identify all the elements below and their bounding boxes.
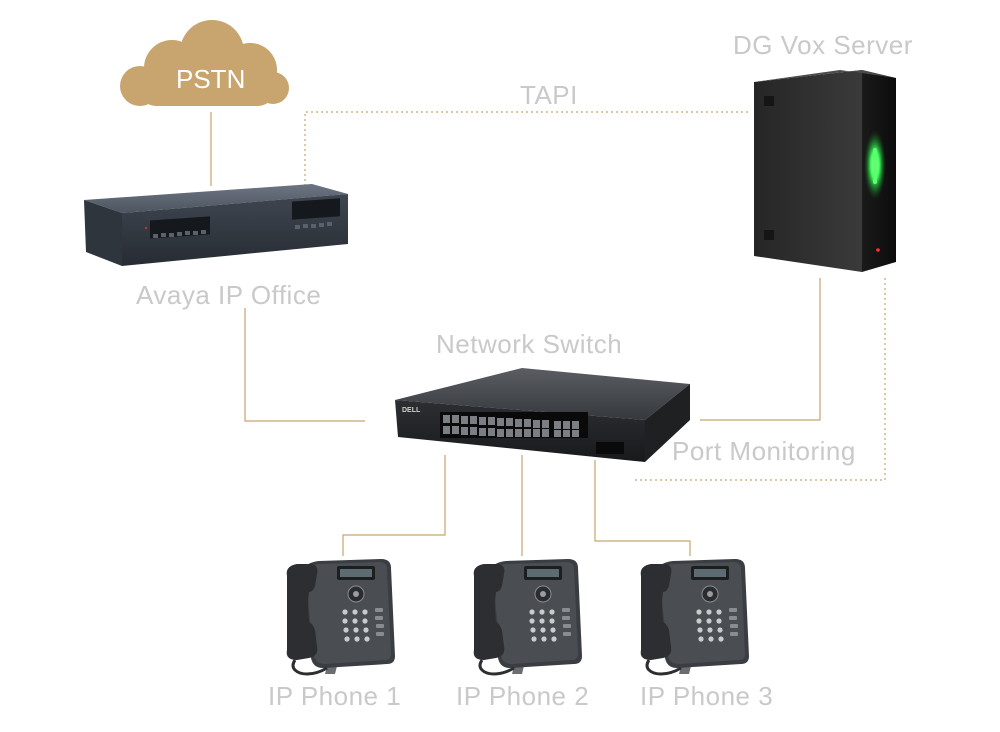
network-switch-icon: DELL (395, 368, 690, 462)
phone-1-icon (285, 557, 397, 676)
tapi-label: TAPI (520, 80, 578, 110)
link-tapi (304, 111, 750, 186)
server-label: DG Vox Server (733, 30, 913, 60)
svg-text:DELL: DELL (402, 407, 421, 414)
link-lines (210, 111, 886, 556)
link-pbx-switch (244, 308, 365, 422)
port-monitoring-label: Port Monitoring (672, 436, 856, 466)
pbx-rack-icon (84, 184, 348, 266)
link-server-switch (700, 278, 821, 421)
switch-label: Network Switch (436, 329, 623, 359)
phone-3-icon (639, 557, 751, 676)
link-switch-phone1 (342, 455, 446, 556)
pbx-label: Avaya IP Office (136, 280, 322, 310)
pstn-label: PSTN (176, 64, 246, 94)
server-tower-icon (754, 70, 896, 272)
pstn-cloud-icon (120, 20, 289, 106)
link-port-monitoring (635, 278, 886, 481)
link-switch-phone3 (594, 460, 691, 556)
phone-3-label: IP Phone 3 (640, 681, 774, 711)
phone-2-label: IP Phone 2 (456, 681, 590, 711)
phone-2-icon (472, 557, 584, 676)
phone-1-label: IP Phone 1 (268, 681, 402, 711)
